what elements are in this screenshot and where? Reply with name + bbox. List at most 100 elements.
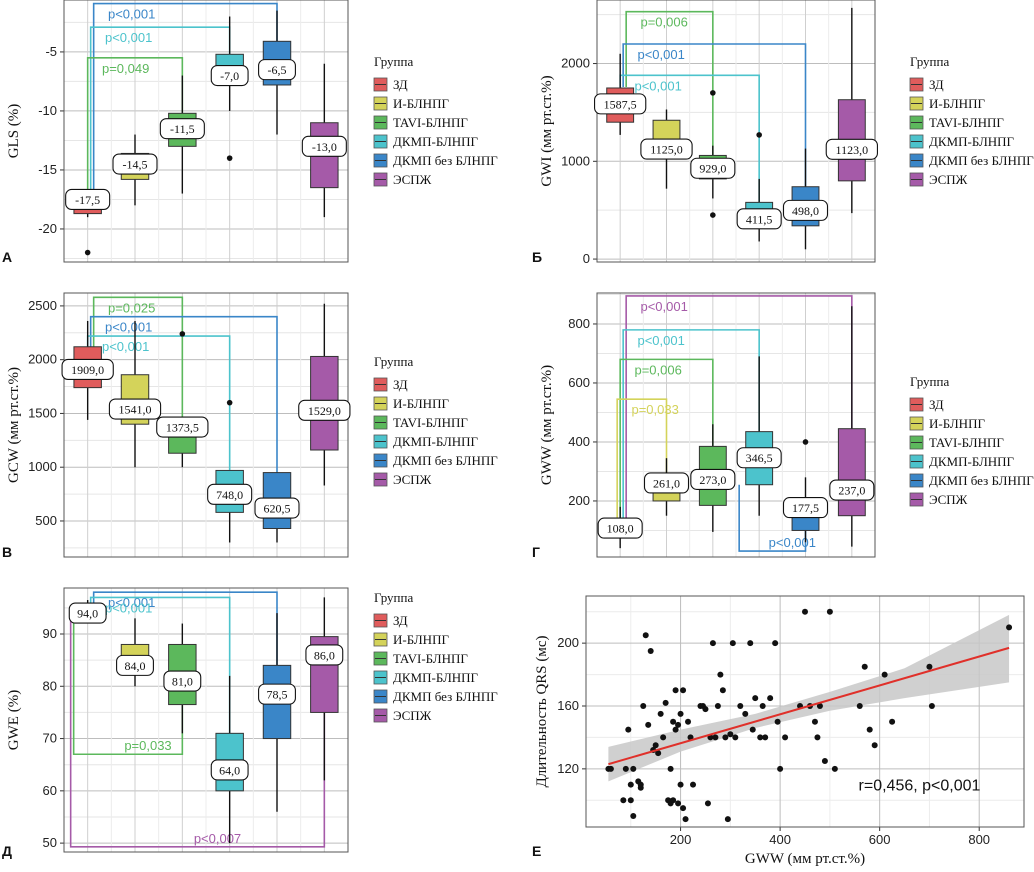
legend: ГруппаЗДИ-БЛНПГTAVI-БЛНПГДКМП-БЛНПГДКМП …	[909, 374, 1034, 507]
median-label: 86,0	[314, 648, 335, 662]
p-value-label: p<0,001	[634, 78, 681, 93]
median-label-box	[210, 64, 249, 87]
outlier-point	[226, 399, 233, 406]
scatter-point	[675, 721, 682, 728]
scatter-point	[767, 695, 774, 702]
median-label: 1587,5	[604, 97, 637, 111]
scatter-point	[662, 699, 669, 706]
p-value-label: p<0,001	[105, 320, 152, 335]
median-label-box	[594, 93, 647, 115]
p-value-label: p=0,006	[634, 362, 681, 377]
scatter-point	[680, 805, 687, 812]
scatter-point	[670, 718, 677, 725]
median-label-box	[68, 602, 107, 624]
legend-title: Группа	[910, 54, 949, 69]
scatter-point	[709, 640, 716, 647]
plot-frame	[596, 0, 876, 263]
p-value-label: p<0,001	[108, 595, 155, 610]
scatter-point	[607, 765, 614, 772]
scatter-point	[712, 734, 719, 741]
median-label: 1541,0	[119, 403, 152, 417]
p-value-label: p<0,001	[637, 47, 684, 62]
median-label: 1373,5	[166, 421, 199, 435]
median-label-box	[736, 447, 782, 469]
p-value-label: p<0,001	[105, 600, 152, 615]
scatter-point	[655, 750, 662, 757]
legend-item-label: И-БЛНПГ	[393, 96, 449, 111]
y-tick-label: 200	[568, 493, 590, 508]
y-tick-label: 120	[557, 761, 579, 776]
median-label: -17,5	[75, 193, 100, 207]
p-value-label: p<0,001	[108, 7, 155, 22]
p-value-label: p<0,001	[637, 333, 684, 348]
p-value-label: p=0,033	[631, 402, 678, 417]
median-label: 64,0	[219, 763, 240, 777]
scatter-point	[625, 726, 632, 733]
legend-item-label: ДКМП-БЛНПГ	[929, 454, 1015, 469]
median-label-box	[301, 135, 347, 157]
correlation-annotation: r=0,456, p<0,001	[859, 778, 981, 795]
median-label-box	[254, 497, 300, 519]
scatter-point	[719, 687, 726, 694]
y-tick-label: 160	[557, 698, 579, 713]
scatter-point	[881, 671, 888, 678]
scatter-point	[759, 703, 766, 709]
scatter-point	[620, 797, 627, 804]
scatter-point	[926, 663, 933, 670]
median-label-box	[782, 199, 829, 221]
y-axis-label: GWE (%)	[6, 690, 22, 750]
scatter-point	[642, 632, 649, 639]
scatter-point	[630, 813, 637, 819]
median-label-box	[643, 472, 690, 494]
scatter-point	[645, 721, 652, 728]
outlier-point	[710, 90, 716, 96]
legend-item-label: ЗД	[929, 77, 944, 92]
y-axis-label: GWW (мм рт.ст.%)	[539, 365, 555, 485]
p-value-label: p<0,001	[105, 30, 152, 45]
median-label-box	[258, 683, 296, 705]
median-label-box	[829, 479, 875, 501]
scatter-point	[627, 797, 634, 804]
scatter-point	[675, 800, 682, 807]
scatter-point	[672, 726, 679, 733]
median-label: 108,0	[607, 522, 634, 536]
panel-letter: Д	[2, 843, 12, 859]
median-label-box	[305, 644, 344, 666]
median-label-box	[210, 759, 249, 781]
legend-item-label: И-БЛНПГ	[393, 632, 449, 647]
scatter-point	[660, 734, 667, 741]
scatter-point	[724, 816, 731, 823]
legend: ГруппаЗДИ-БЛНПГTAVI-БЛНПГДКМП-БЛНПГДКМП …	[909, 54, 1034, 187]
y-tick-label: 200	[557, 635, 579, 650]
x-tick-label: 800	[968, 832, 990, 847]
y-axis-label: GWI (мм рт.ст.%)	[539, 75, 555, 186]
scatter-point	[856, 703, 863, 709]
median-label: 620,5	[264, 502, 291, 516]
y-tick-label: 80	[43, 678, 57, 693]
y-axis-label: Длительность QRS (мс)	[534, 635, 550, 787]
legend: ГруппаЗДИ-БЛНПГTAVI-БЛНПГДКМП-БЛНПГДКМП …	[373, 54, 498, 187]
y-tick-label: -10	[38, 103, 57, 118]
legend-item-label: ДКМП без БЛНПГ	[929, 153, 1034, 168]
scatter-point	[866, 726, 873, 733]
scatter-point	[831, 765, 838, 772]
median-label: -11,5	[170, 122, 195, 136]
p-value-label: p=0,025	[108, 300, 155, 315]
legend: ГруппаЗДИ-БЛНПГTAVI-БЛНПГДКМП-БЛНПГДКМП …	[373, 354, 498, 487]
median-label-box	[298, 399, 351, 421]
y-tick-label: 0	[583, 251, 590, 266]
scatter-point	[727, 731, 734, 738]
median-label: 411,5	[746, 212, 773, 226]
median-label: -7,0	[220, 69, 239, 83]
y-tick-label: 50	[43, 835, 57, 850]
legend-item-label: ЭСПЖ	[929, 172, 968, 187]
legend-item-label: И-БЛНПГ	[929, 416, 985, 431]
confidence-band	[608, 614, 1010, 782]
scatter-point	[747, 640, 754, 647]
y-tick-label: 2000	[561, 56, 590, 71]
